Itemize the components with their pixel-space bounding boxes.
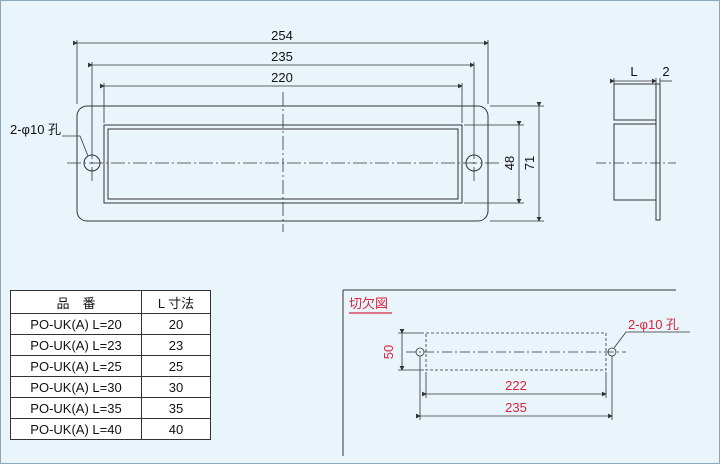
side-thickness-label: 2 xyxy=(662,64,669,79)
cutout-title: 切欠図 xyxy=(349,296,388,311)
header-l-dimension: L 寸法 xyxy=(141,290,211,314)
table-row: PO-UK(A) L=23 23 xyxy=(10,334,211,356)
spec-table: 品 番 L 寸法 PO-UK(A) L=20 20 PO-UK(A) L=23 … xyxy=(10,290,211,440)
part-number-cell: PO-UK(A) L=20 xyxy=(10,313,142,335)
part-number-cell: PO-UK(A) L=35 xyxy=(10,397,142,419)
table-row: PO-UK(A) L=40 40 xyxy=(10,418,211,440)
part-number-cell: PO-UK(A) L=23 xyxy=(10,334,142,356)
part-number-cell: PO-UK(A) L=40 xyxy=(10,418,142,440)
l-value-cell: 30 xyxy=(141,376,211,398)
outer-plate-outline xyxy=(76,105,489,222)
cutout-view: 切欠図 50 222 235 2-φ10 孔 xyxy=(342,289,690,456)
dim-71-label: 71 xyxy=(522,156,537,170)
table-row: PO-UK(A) L=30 30 xyxy=(10,376,211,398)
cutout-222-label: 222 xyxy=(505,378,527,393)
table-header-row: 品 番 L 寸法 xyxy=(10,290,211,314)
l-value-cell: 25 xyxy=(141,355,211,377)
hole-spec-label: 2-φ10 孔 xyxy=(10,122,61,137)
l-value-cell: 23 xyxy=(141,334,211,356)
table-row: PO-UK(A) L=35 35 xyxy=(10,397,211,419)
dim-254-label: 254 xyxy=(271,28,293,43)
front-dimension-lines xyxy=(62,40,544,222)
cutout-hole-label: 2-φ10 孔 xyxy=(628,317,679,332)
part-number-cell: PO-UK(A) L=30 xyxy=(10,376,142,398)
center-lines xyxy=(67,92,500,232)
l-value-cell: 20 xyxy=(141,313,211,335)
part-number-cell: PO-UK(A) L=25 xyxy=(10,355,142,377)
table-row: PO-UK(A) L=20 20 xyxy=(10,313,211,335)
table-row: PO-UK(A) L=25 25 xyxy=(10,355,211,377)
front-view xyxy=(76,105,489,222)
cutout-height-label: 50 xyxy=(381,345,396,359)
l-value-cell: 35 xyxy=(141,397,211,419)
dim-235-label: 235 xyxy=(271,49,293,64)
l-value-cell: 40 xyxy=(141,418,211,440)
dim-220-label: 220 xyxy=(271,70,293,85)
side-l-label: L xyxy=(630,64,637,79)
cutout-235-label: 235 xyxy=(505,400,527,415)
header-part-number: 品 番 xyxy=(10,290,142,314)
dim-48-label: 48 xyxy=(502,156,517,170)
side-view xyxy=(596,78,676,221)
